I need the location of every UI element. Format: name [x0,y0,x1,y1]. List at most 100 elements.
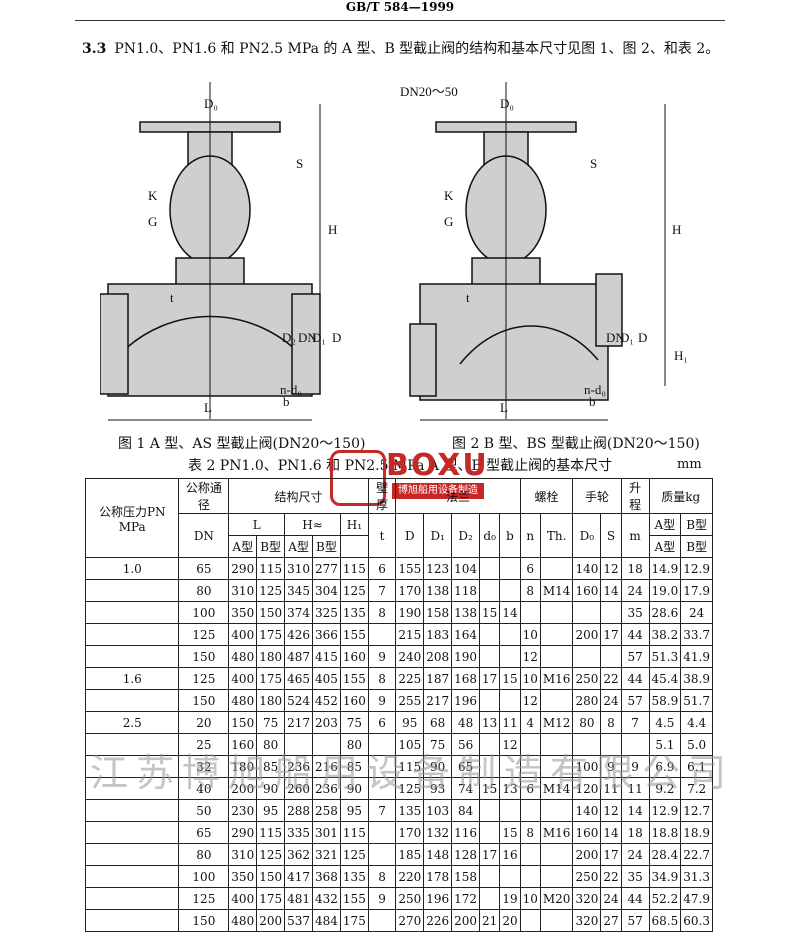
table-cell: 140 [572,799,602,822]
valve-diagrams: DN20～50 D₀ D₀ S S K K G G H H L L DN DN … [100,82,688,421]
table-cell: 150 [178,689,230,712]
diagram-label-h1-fig2: H₁ [674,348,688,363]
page-header: GB/T 584—1999 [345,0,455,14]
table-cell: 400 [228,667,258,690]
table-cell [539,689,574,712]
table-cell: 85 [256,755,286,778]
table-cell: 280 [572,689,602,712]
diagram-label-d0-fig1: D₀ [204,96,218,111]
table-cell: 8 [367,667,397,690]
table-cell: 100 [178,865,230,888]
table-cell [519,909,541,932]
table-cell: 155 [339,887,369,910]
table-cell: 125 [178,623,230,646]
table-cell: 19.0 [648,579,682,602]
table-cell: 7 [367,799,397,822]
table-cell: 12.9 [680,557,713,580]
diagram-label-dn-fig2: DN [606,330,625,345]
table-cell: 12.9 [648,799,682,822]
diagram-label-d0-fig2: D₀ [500,96,514,111]
table-cell: 301 [312,821,341,844]
table-cell: 19 [499,887,521,910]
table-cell: M16 [539,821,574,844]
table-cell: 9.2 [648,777,682,800]
table-cell: 128 [451,843,481,866]
diagram-label-t-fig2: t [466,290,470,305]
table-cell [312,733,341,756]
table-cell: 160 [339,645,369,668]
table-cell: 118 [451,579,481,602]
table-cell [479,579,501,602]
table-cell: 90 [423,755,453,778]
table-cell: 320 [572,909,602,932]
table-cell: 90 [256,777,286,800]
table-cell [499,557,521,580]
table-cell: 290 [228,821,258,844]
table-cell: 10 [519,887,541,910]
table-cell: 116 [451,821,481,844]
table-cell: 14 [620,799,650,822]
table-cell [539,755,574,778]
table-cell: 8 [519,579,541,602]
table-cell [539,733,574,756]
table-cell: 150 [256,865,286,888]
diagram-label-d-fig1: D [332,330,341,345]
table-cell [479,733,501,756]
table-cell [479,821,501,844]
table-cell [479,799,501,822]
table-cell: M14 [539,579,574,602]
table-cell [479,645,501,668]
table-cell: 60.3 [680,909,713,932]
diagram-label-l-fig2: L [500,400,508,415]
header-l-b: B型 [256,535,286,558]
table-cell: 183 [423,623,453,646]
table-cell: 217 [423,689,453,712]
table-cell: M16 [539,667,574,690]
header-d0: d₀ [479,513,501,558]
header-mass-a: A型 [648,513,682,536]
diagram-label-t-fig1: t [170,290,174,305]
table-cell: 17.9 [680,579,713,602]
header-h-b: B型 [312,535,341,558]
table-cell: 7.2 [680,777,713,800]
table-cell: 400 [228,887,258,910]
table-cell: 32 [178,755,230,778]
table-cell: 10 [519,623,541,646]
table-cell: 8 [519,821,541,844]
diagram-label-h-fig1: H [328,222,337,237]
table-header-row-2: DN L H≈ H₁ t D D₁ D₂ d₀ b n Th. D₀ S m A… [86,513,713,558]
table-cell: 80 [572,711,602,734]
table-cell: 200 [451,909,481,932]
table-cell: 17 [600,623,622,646]
table-cell [479,623,501,646]
table-cell [84,733,180,756]
table-cell: 17 [479,843,501,866]
table-cell: 277 [312,557,341,580]
table-cell: 14 [600,579,622,602]
table-cell: 200 [572,843,602,866]
diagram-label-nd0-fig2: n-d₀ [584,382,606,397]
table-cell: 480 [228,645,258,668]
table-cell: 135 [395,799,425,822]
table-cell [600,733,622,756]
table-cell: 220 [395,865,425,888]
table-cell: 160 [572,579,602,602]
table-cell: 135 [339,865,369,888]
table-cell [519,843,541,866]
table-cell: 8 [367,865,397,888]
header-l: L [228,513,286,536]
table-cell: 320 [572,887,602,910]
table-cell: 105 [395,733,425,756]
table-cell [367,909,397,932]
table-cell: 6 [519,777,541,800]
header-dn: DN [178,513,230,558]
table-cell [539,843,574,866]
table-cell: 48 [451,711,481,734]
table-cell: 34.9 [648,865,682,888]
table-cell: 22 [600,667,622,690]
table-cell: 57 [620,689,650,712]
diagram-label-s-fig1: S [296,156,303,171]
table-cell [84,601,180,624]
